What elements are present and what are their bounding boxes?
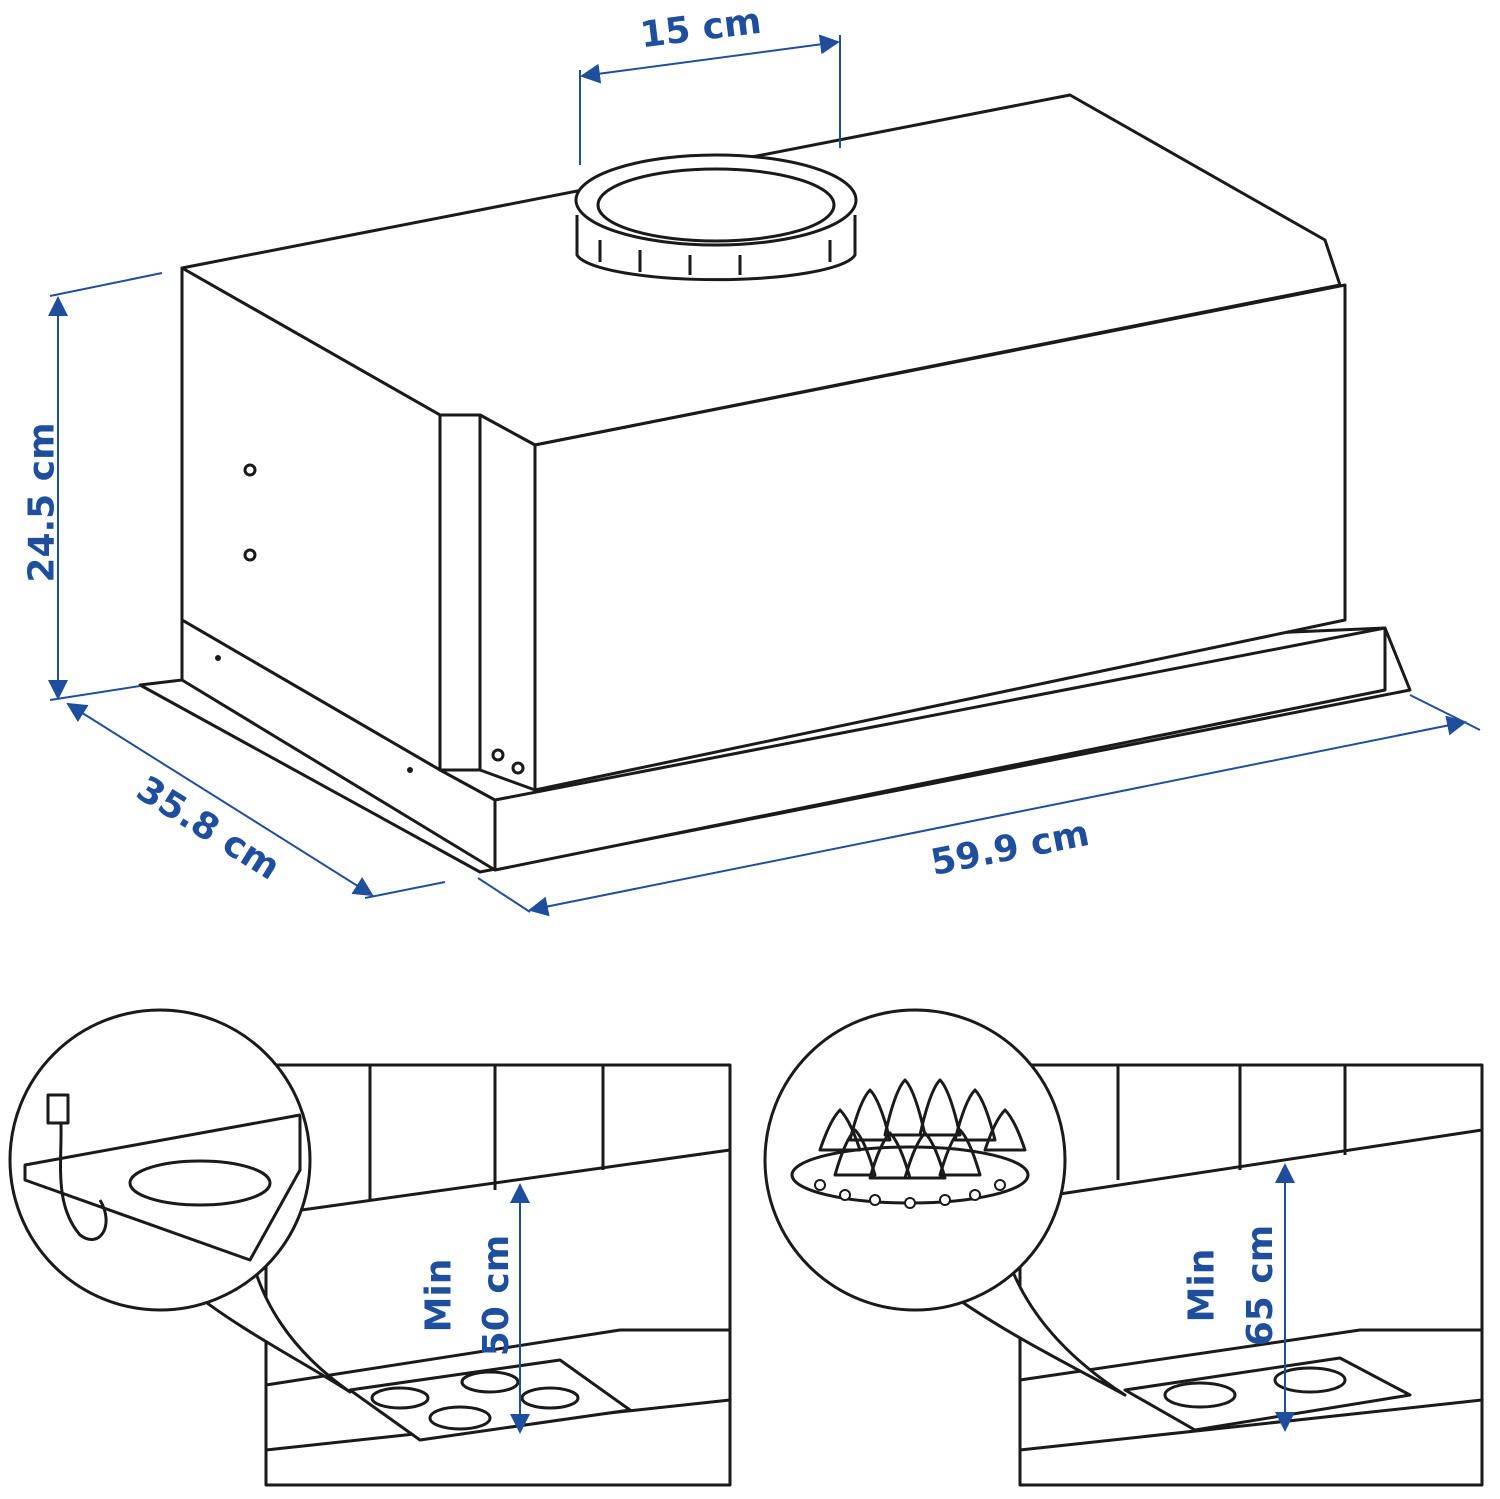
dimension-lines [48, 34, 1481, 917]
gas-min-label: Min [1181, 1248, 1223, 1323]
electric-hob-illustration [8, 1008, 732, 1487]
electric-min-label: Min [418, 1258, 460, 1333]
gas-min-distance: 65 cm [1240, 1224, 1282, 1347]
duct-collar [574, 153, 858, 282]
height-label: 24.5 cm [21, 422, 63, 583]
electric-min-distance: 50 cm [476, 1234, 518, 1357]
gas-hob-illustration [763, 1008, 1484, 1487]
cooker-hood [138, 93, 1412, 874]
